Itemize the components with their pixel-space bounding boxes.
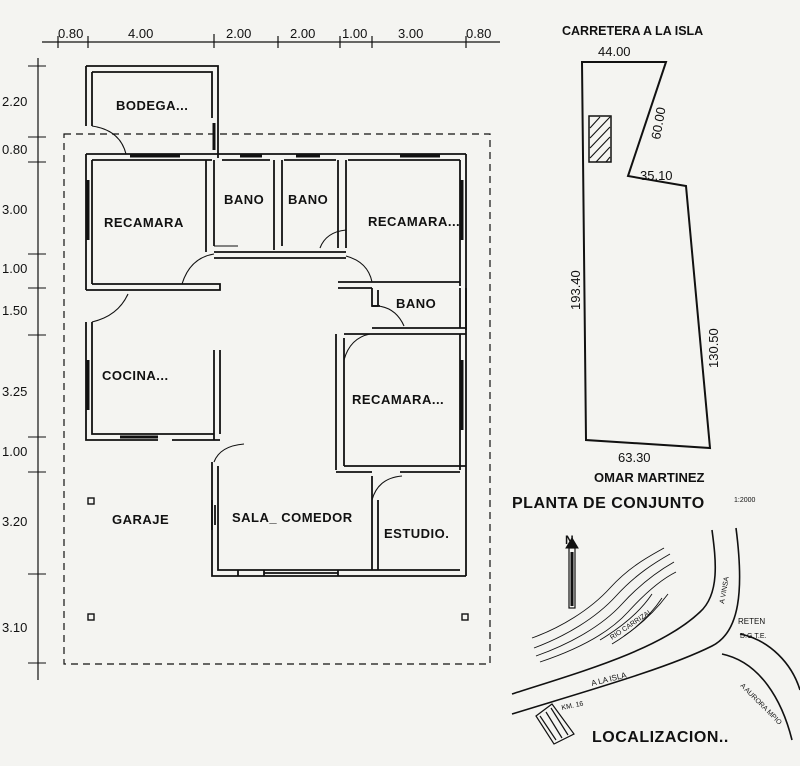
top-dim-2: 4.00: [128, 26, 153, 41]
km-label: KM. 16: [561, 700, 584, 711]
left-dim-1: 2.20: [2, 94, 27, 109]
left-dim-7: 1.00: [2, 444, 27, 459]
room-recamara-3: RECAMARA...: [352, 392, 444, 407]
lot-boundary: [63, 133, 491, 665]
house-footprint: [588, 115, 612, 163]
room-bano-3: BANO: [396, 296, 436, 311]
room-recamara-1: RECAMARA: [104, 215, 184, 230]
location-map: [511, 527, 800, 745]
location-title: LOCALIZACION..: [592, 729, 729, 746]
room-recamara-2: RECAMARA...: [368, 214, 460, 229]
left-dim-5: 1.50: [2, 303, 27, 318]
top-dim-7: 0.80: [466, 26, 491, 41]
door-swings: [91, 125, 405, 501]
top-dim-4: 2.00: [290, 26, 315, 41]
room-bano-2: BANO: [288, 192, 328, 207]
site-dim-top: 44.00: [598, 44, 631, 59]
landmark-block: [535, 703, 575, 745]
room-garaje: GARAJE: [112, 512, 169, 527]
site-plan: [580, 61, 712, 450]
room-estudio: ESTUDIO.: [384, 526, 449, 541]
site-scale: 1:2000: [734, 497, 756, 504]
north-label: N: [565, 533, 574, 547]
left-dim-8: 3.20: [2, 514, 27, 529]
site-dim-diag: 60.00: [648, 106, 668, 141]
river-label: RIO CARRIZAL: [609, 608, 654, 641]
site-title: PLANTA DE CONJUNTO: [512, 495, 705, 512]
room-bodega: BODEGA...: [116, 98, 188, 113]
river: [531, 547, 677, 663]
roads: [511, 527, 800, 741]
column-markers: [87, 497, 469, 621]
lot-outline: [580, 61, 712, 450]
room-cocina: COCINA...: [102, 368, 169, 383]
road-right-label: A AURORA MPIO: [739, 682, 783, 726]
site-dim-left: 193.40: [568, 270, 583, 310]
walls: [85, 65, 467, 577]
room-sala-comedor: SALA_ COMEDOR: [232, 510, 353, 525]
top-dim-3: 2.00: [226, 26, 251, 41]
site-owner: OMAR MARTINEZ: [594, 470, 705, 485]
reten-label-1: RETEN: [738, 617, 765, 626]
left-dim-2: 0.80: [2, 142, 27, 157]
top-dim-6: 3.00: [398, 26, 423, 41]
room-bano-1: BANO: [224, 192, 264, 207]
floor-plan: [28, 34, 500, 680]
road-vinsa-label: A VINSA: [719, 576, 731, 604]
left-dim-4: 1.00: [2, 261, 27, 276]
top-dim-5: 1.00: [342, 26, 367, 41]
left-dim-3: 3.00: [2, 202, 27, 217]
reten-label-2: D.G.T.E.: [740, 633, 767, 640]
site-dim-inner: 35.10: [640, 168, 673, 183]
site-dim-right: 130.50: [706, 328, 721, 368]
left-dim-6: 3.25: [2, 384, 27, 399]
north-arrow: [565, 537, 579, 609]
top-dimension-line: [42, 34, 500, 48]
top-dim-1: 0.80: [58, 26, 83, 41]
left-dimension-line: [28, 58, 46, 680]
road-isla-label: A LA ISLA: [590, 670, 628, 688]
site-road-label: CARRETERA A LA ISLA: [562, 24, 703, 38]
left-dim-9: 3.10: [2, 620, 27, 635]
site-dim-bottom: 63.30: [618, 450, 651, 465]
